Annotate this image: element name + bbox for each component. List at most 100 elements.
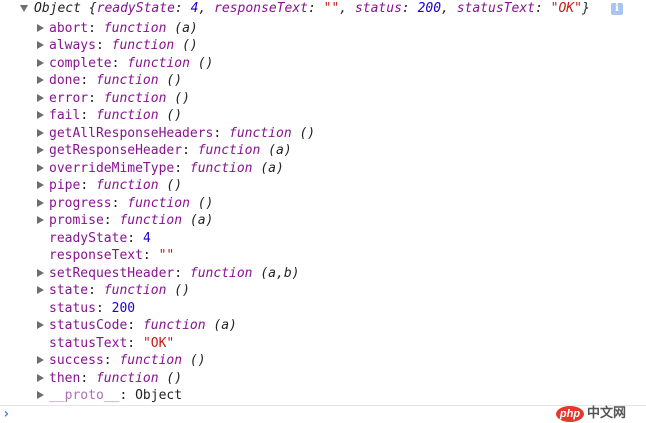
summary-key: readyState <box>96 1 175 16</box>
property-row[interactable]: always: function () <box>37 37 198 55</box>
function-args: () <box>166 178 183 193</box>
property-value: function <box>127 55 190 71</box>
property-value: function <box>95 73 159 88</box>
function-args: (a) <box>260 160 284 176</box>
expand-triangle-icon[interactable] <box>20 5 28 12</box>
function-args: (a) <box>213 318 237 333</box>
property-row[interactable]: pipe: function () <box>37 177 182 195</box>
property-row[interactable]: setRequestHeader: function (a,b) <box>37 265 299 283</box>
function-args: (a) <box>189 213 214 228</box>
function-args: () <box>197 195 214 211</box>
function-args: (a) <box>268 143 292 158</box>
property-value: function <box>103 20 167 36</box>
expand-triangle-icon[interactable] <box>37 128 44 137</box>
expand-triangle-icon[interactable] <box>37 321 44 329</box>
property-row[interactable]: overrideMimeType: function (a) <box>37 160 284 178</box>
property-value: function <box>103 90 167 106</box>
expand-triangle-icon[interactable] <box>37 93 44 102</box>
summary-value: "OK" <box>550 1 582 16</box>
expand-triangle-icon[interactable] <box>37 286 44 294</box>
property-value: function <box>95 370 159 386</box>
function-args: () <box>166 73 183 88</box>
property-row[interactable]: complete: function () <box>37 55 213 73</box>
property-key: __proto__ <box>49 388 120 403</box>
property-key: responseText <box>49 248 143 263</box>
expand-triangle-icon[interactable] <box>37 23 44 32</box>
function-args: () <box>299 125 316 141</box>
property-row[interactable]: success: function () <box>37 352 206 370</box>
expand-triangle-icon[interactable] <box>37 198 44 207</box>
property-row[interactable]: then: function () <box>37 370 182 388</box>
expand-triangle-icon[interactable] <box>37 41 44 49</box>
property-row: responseText: "" <box>49 248 175 263</box>
property-value: function <box>95 178 159 193</box>
function-args: () <box>197 55 214 71</box>
property-row[interactable]: __proto__: Object <box>37 387 182 405</box>
property-key: state <box>49 283 89 298</box>
property-row[interactable]: done: function () <box>37 72 182 90</box>
object-type: Object <box>34 1 81 16</box>
function-args: (a,b) <box>260 265 300 281</box>
property-value: function <box>111 38 175 53</box>
property-row: statusText: "OK" <box>49 335 175 351</box>
function-args: () <box>182 38 198 53</box>
property-key: getAllResponseHeaders <box>49 125 214 141</box>
expand-triangle-icon[interactable] <box>37 111 44 119</box>
expand-triangle-icon[interactable] <box>37 216 44 224</box>
expand-triangle-icon[interactable] <box>37 58 44 67</box>
property-value: function <box>119 213 183 228</box>
function-args: () <box>189 353 206 368</box>
console-prompt-icon[interactable]: › <box>2 406 11 422</box>
expand-triangle-icon[interactable] <box>37 181 44 189</box>
expand-triangle-icon[interactable] <box>37 373 44 382</box>
property-key: done <box>49 73 81 88</box>
expand-triangle-icon[interactable] <box>37 163 44 172</box>
watermark-text: 中文网 <box>587 406 627 421</box>
watermark: php 中文网 <box>556 406 626 422</box>
property-key: always <box>49 38 96 53</box>
property-key: abort <box>49 20 89 36</box>
property-key: status <box>49 300 96 316</box>
property-row[interactable]: getResponseHeader: function (a) <box>37 142 292 160</box>
summary-key: status <box>354 1 402 16</box>
property-value: function <box>197 143 261 158</box>
watermark-logo: php <box>556 406 584 422</box>
summary-key: responseText <box>214 1 308 16</box>
property-value: function <box>103 283 167 298</box>
object-summary[interactable]: Object {readyState: 4, responseText: "",… <box>20 0 590 18</box>
property-key: success <box>49 353 104 368</box>
property-key: pipe <box>49 178 81 193</box>
property-value: Object <box>135 388 183 403</box>
property-value: "OK" <box>142 335 175 351</box>
property-row[interactable]: promise: function (a) <box>37 212 213 230</box>
summary-value: 4 <box>190 1 199 16</box>
property-value: function <box>95 108 159 123</box>
property-row[interactable]: statusCode: function (a) <box>37 317 237 335</box>
property-row[interactable]: progress: function () <box>37 195 213 213</box>
function-args: () <box>174 283 190 298</box>
property-row[interactable]: state: function () <box>37 282 190 300</box>
property-row: readyState: 4 <box>49 230 151 246</box>
expand-triangle-icon[interactable] <box>37 76 44 84</box>
property-value: function <box>189 160 253 176</box>
expand-triangle-icon[interactable] <box>37 146 44 154</box>
property-value: function <box>142 318 206 333</box>
property-key: overrideMimeType <box>49 160 175 176</box>
property-row[interactable]: abort: function (a) <box>37 20 198 38</box>
property-value: function <box>119 353 183 368</box>
expand-triangle-icon[interactable] <box>37 391 44 399</box>
console-divider <box>0 405 646 406</box>
property-key: promise <box>49 213 104 228</box>
property-key: statusCode <box>49 318 128 333</box>
info-icon[interactable]: i <box>611 3 623 15</box>
property-row[interactable]: fail: function () <box>37 107 182 125</box>
expand-triangle-icon[interactable] <box>37 268 44 277</box>
expand-triangle-icon[interactable] <box>37 356 44 364</box>
function-args: () <box>174 90 190 106</box>
property-value: function <box>127 195 190 211</box>
property-row[interactable]: error: function () <box>37 90 190 108</box>
property-key: getResponseHeader <box>49 143 183 158</box>
property-value: 4 <box>142 230 151 246</box>
property-key: progress <box>49 195 112 211</box>
property-row[interactable]: getAllResponseHeaders: function () <box>37 125 315 143</box>
